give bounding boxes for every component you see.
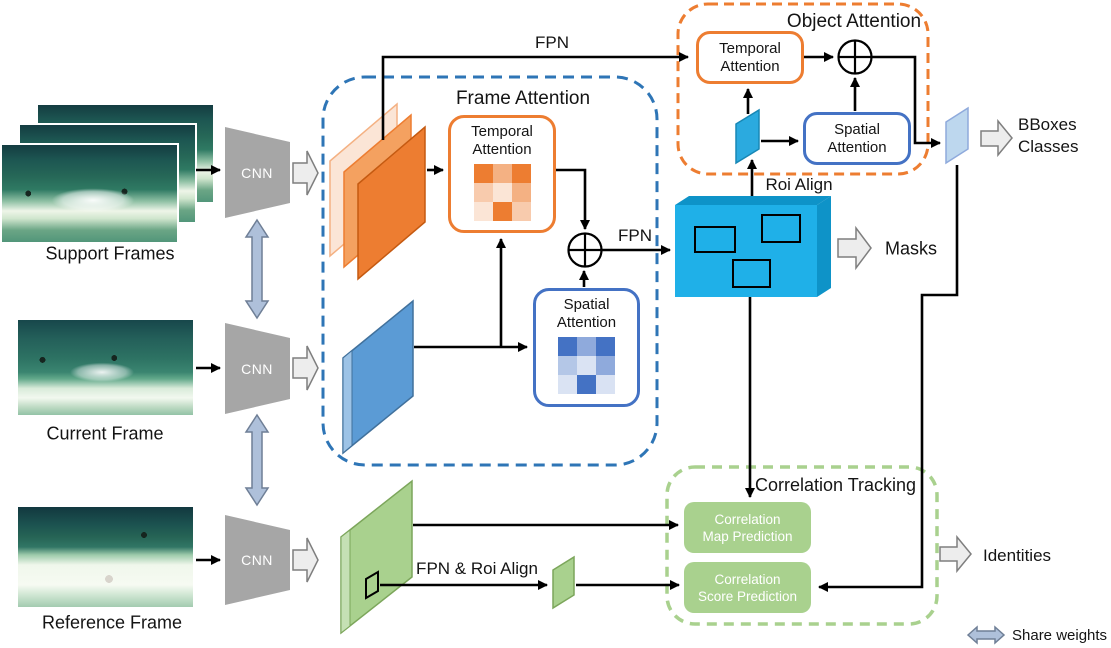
attention-grid-cell (596, 356, 615, 375)
mask-feature-box-top (675, 196, 831, 205)
attention-grid-cell (492, 164, 512, 183)
attention-grid-cell (558, 356, 577, 375)
roi-feature-plate-cyan (735, 108, 760, 165)
share-weights-arrow-top (244, 218, 270, 320)
share-weights-arrow-bottom (244, 413, 270, 507)
frame-temporal-attention-line1: Temporal (471, 123, 533, 140)
reference-roi-marker (365, 570, 379, 600)
attention-grid-cell (473, 183, 493, 202)
cnn-trapezoid-current (225, 323, 290, 414)
spatial-attention-grid (558, 337, 615, 394)
masks-label: Masks (884, 238, 938, 259)
object-spatial-attention-line2: Attention (827, 138, 887, 156)
cnn-label-support: CNN (241, 165, 273, 181)
cnn-trapezoid-support (225, 127, 290, 218)
mask-feature-box-side (817, 196, 831, 297)
frame-temporal-attention-line2: Attention (472, 141, 532, 158)
current-frame-photo (18, 320, 193, 415)
roi-align-label: Roi Align (765, 175, 833, 194)
detected-bbox-1 (694, 226, 736, 253)
fpn-roi-align-label: FPN & Roi Align (416, 559, 538, 578)
reference-roi-plate-green (552, 555, 575, 610)
reference-frame-photo (18, 507, 193, 607)
attention-grid-cell (473, 164, 493, 183)
frame-temporal-attention-box: Temporal Attention (448, 115, 556, 233)
frame-spatial-attention-box: Spatial Attention (533, 288, 640, 407)
masks-output-arrow (837, 225, 872, 271)
object-attention-dashed-outline (676, 2, 930, 176)
temporal-attention-grid (473, 164, 531, 221)
attention-grid-cell (473, 202, 493, 221)
correlation-map-line2: Map Prediction (702, 528, 793, 544)
correlation-map-prediction-box: Correlation Map Prediction (684, 502, 811, 553)
classes-label: Classes (1018, 137, 1079, 156)
cnn-label-current: CNN (241, 361, 273, 377)
object-spatial-attention-box: Spatial Attention (803, 112, 911, 165)
attention-grid-cell (558, 337, 577, 356)
current-frame-label: Current Frame (46, 423, 164, 444)
sum-operator-frame (567, 232, 603, 268)
attention-grid-cell (511, 183, 531, 202)
frame-attention-dashed-outline (321, 75, 659, 467)
attention-grid-cell (511, 164, 531, 183)
support-frames-label: Support Frames (45, 243, 175, 264)
reference-frame-label: Reference Frame (41, 612, 183, 633)
support-feature-plate-front (357, 125, 426, 281)
correlation-score-line1: Correlation (714, 571, 781, 587)
object-attention-title: Object Attention (786, 11, 922, 32)
attention-grid-cell (596, 375, 615, 394)
fpn-mid-label: FPN (618, 226, 652, 245)
cnn-trapezoid-reference (225, 515, 290, 605)
cnn-output-arrow-reference (292, 537, 319, 583)
detected-bbox-2 (761, 214, 801, 243)
bboxes-output-arrow (980, 118, 1013, 158)
share-weights-legend-arrow (966, 625, 1006, 645)
correlation-score-line2: Score Prediction (697, 588, 798, 604)
reference-feature-plate (340, 479, 413, 635)
current-feature-plate-edge (342, 349, 353, 455)
attention-grid-cell (596, 337, 615, 356)
support-frame-photo-front (2, 145, 177, 242)
edge-temporal-to-sum (556, 168, 590, 230)
attention-grid-cell (492, 183, 512, 202)
frame-spatial-attention-line1: Spatial (563, 296, 610, 313)
correlation-tracking-title: Correlation Tracking (755, 475, 917, 495)
attention-grid-cell (558, 375, 577, 394)
cnn-label-reference: CNN (241, 552, 273, 568)
frame-attention-title: Frame Attention (455, 88, 591, 109)
current-feature-plate (342, 299, 414, 455)
fpn-top-label: FPN (535, 33, 569, 52)
attention-grid-cell (577, 375, 596, 394)
edge-fpn-top (381, 52, 689, 140)
object-temporal-attention-line2: Attention (720, 57, 780, 75)
correlation-score-prediction-box: Correlation Score Prediction (684, 562, 811, 613)
bboxes-label: BBoxes (1018, 115, 1077, 134)
attention-grid-cell (492, 202, 512, 221)
object-spatial-attention-line1: Spatial (834, 120, 880, 138)
frame-spatial-attention-line2: Attention (556, 314, 617, 331)
attention-grid-cell (577, 356, 596, 375)
detected-bbox-3 (732, 259, 771, 288)
attention-grid-cell (577, 337, 596, 356)
correlation-map-line1: Correlation (714, 511, 781, 527)
cnn-output-arrow-support (292, 150, 319, 196)
edge-sum-to-output-plate (872, 55, 941, 148)
object-temporal-attention-line1: Temporal (719, 39, 781, 57)
object-temporal-attention-box: Temporal Attention (696, 31, 804, 84)
sum-operator-object (837, 39, 873, 75)
identities-label: Identities (982, 546, 1052, 565)
share-weights-label: Share weights (1012, 627, 1108, 644)
cnn-output-arrow-current (292, 345, 319, 391)
object-output-plate (945, 106, 969, 165)
reference-feature-plate-edge (340, 528, 351, 635)
correlation-tracking-dashed-outline (665, 465, 939, 626)
attention-grid-cell (511, 202, 531, 221)
identities-output-arrow (939, 534, 972, 574)
edge-output-to-score-prediction (818, 165, 959, 592)
